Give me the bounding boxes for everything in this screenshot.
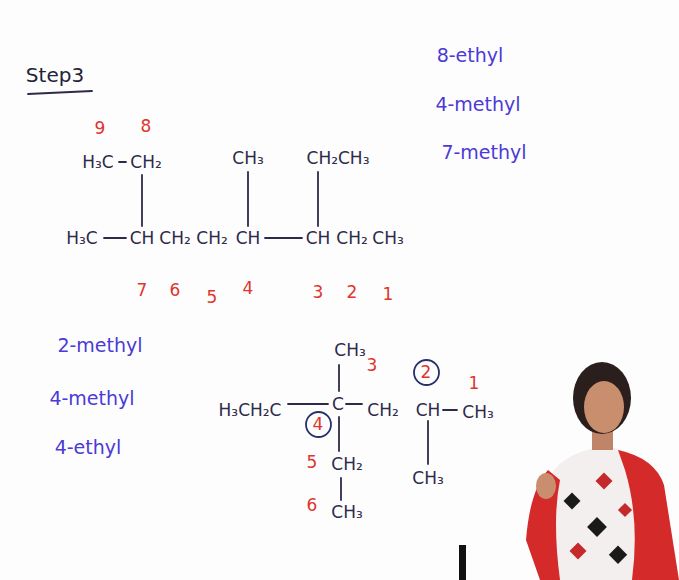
ring-outline bbox=[414, 360, 439, 385]
position-number: 1 bbox=[383, 286, 394, 303]
bond-lines bbox=[28, 91, 457, 500]
sleeve bbox=[526, 470, 560, 580]
bond-line bbox=[340, 478, 342, 500]
bond-line bbox=[247, 172, 249, 226]
position-number: 2 bbox=[413, 364, 440, 381]
position-number: 6 bbox=[307, 497, 318, 514]
position-number: 4 bbox=[243, 280, 254, 297]
diamond-pattern bbox=[564, 473, 633, 564]
position-number: 9 bbox=[95, 120, 106, 137]
face bbox=[584, 381, 624, 433]
chem-group: CH bbox=[306, 230, 331, 247]
substituent-name: 4-methyl bbox=[49, 389, 134, 408]
ring-outline bbox=[306, 412, 331, 437]
bond-line bbox=[119, 161, 126, 163]
position-number: 5 bbox=[307, 454, 318, 471]
position-number: 7 bbox=[137, 282, 148, 299]
chem-group: CH₂ bbox=[336, 230, 367, 247]
position-number: 3 bbox=[367, 357, 378, 374]
chem-group: H₃CH₂C bbox=[219, 402, 282, 419]
hand bbox=[536, 473, 556, 499]
chem-group: CH₂ bbox=[331, 456, 362, 473]
substituent-name: 8-ethyl bbox=[437, 46, 504, 65]
circled-number: 4 bbox=[305, 411, 332, 438]
step-heading: Step3 bbox=[26, 65, 84, 85]
bond-line bbox=[338, 365, 340, 391]
chem-group: CH₃ bbox=[462, 404, 493, 421]
bond-line bbox=[141, 175, 143, 226]
position-number: 8 bbox=[141, 118, 152, 135]
chem-group: C bbox=[332, 396, 344, 413]
chem-group: CH₃ bbox=[331, 504, 362, 521]
position-number: 3 bbox=[313, 284, 324, 301]
chem-group: CH₃ bbox=[412, 470, 443, 487]
position-number: 6 bbox=[170, 282, 181, 299]
chem-group: CH₃ bbox=[372, 230, 403, 247]
position-number: 4 bbox=[305, 416, 332, 433]
substituent-name: 4-ethyl bbox=[55, 438, 122, 457]
bond-line bbox=[265, 237, 302, 239]
position-number: 1 bbox=[469, 375, 480, 392]
chem-group: CH₃ bbox=[232, 150, 263, 167]
heading-underline bbox=[28, 91, 92, 94]
chem-group: CH₂CH₃ bbox=[307, 150, 370, 167]
position-number: 2 bbox=[347, 284, 358, 301]
chem-group: CH bbox=[130, 230, 155, 247]
presenter-figure bbox=[459, 362, 679, 580]
bond-line bbox=[288, 403, 328, 405]
bond-line bbox=[338, 417, 340, 451]
bond-line bbox=[317, 172, 319, 226]
saree bbox=[618, 450, 679, 580]
bond-line bbox=[104, 237, 126, 239]
bond-line bbox=[346, 403, 362, 405]
bond-line bbox=[443, 409, 457, 411]
chem-group: CH bbox=[236, 230, 261, 247]
chem-group: CH bbox=[416, 402, 441, 419]
chem-group: CH₃ bbox=[334, 342, 365, 359]
chem-group: CH₂ bbox=[130, 154, 161, 171]
substituent-name: 7-methyl bbox=[441, 143, 526, 162]
chem-group: H₃C bbox=[66, 230, 97, 247]
chem-group: CH₂ bbox=[159, 230, 190, 247]
substituent-name: 2-methyl bbox=[57, 336, 142, 355]
substituent-name: 4-methyl bbox=[435, 95, 520, 114]
stand-pole bbox=[459, 545, 466, 580]
circled-number: 2 bbox=[413, 359, 440, 386]
bond-line bbox=[427, 421, 429, 464]
hair bbox=[573, 362, 631, 434]
chem-group: H₃C bbox=[82, 154, 113, 171]
chem-group: CH₂ bbox=[196, 230, 227, 247]
chem-group: CH₂ bbox=[367, 402, 398, 419]
position-number: 5 bbox=[207, 289, 218, 306]
